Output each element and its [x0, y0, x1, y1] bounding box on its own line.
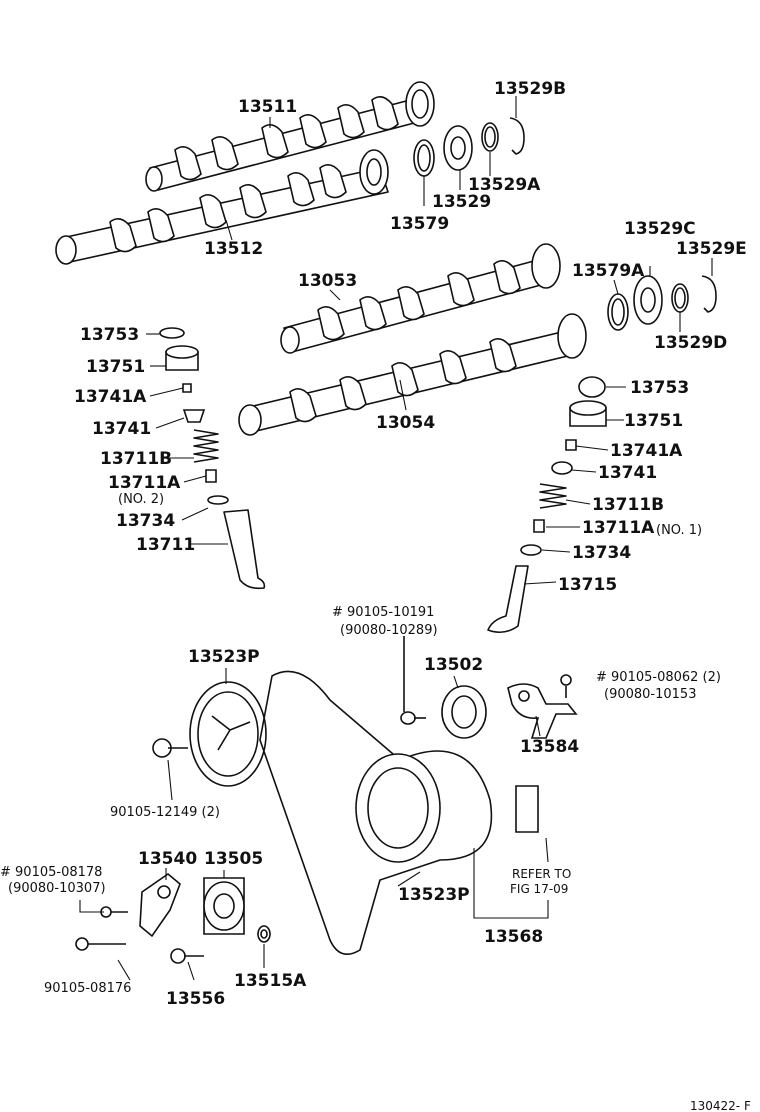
leader-lines: [79, 96, 713, 981]
label-13054: 13054: [376, 413, 435, 433]
label-13579: 13579: [390, 214, 449, 234]
cam-pulley-13523P-bottom: [355, 753, 441, 863]
gear-13529: [443, 125, 473, 171]
label-13579A: 13579A: [572, 261, 645, 281]
shim-13753-left: [159, 327, 185, 339]
camshaft-13054: [238, 313, 587, 436]
label-bolt-90105-08178: # 90105-08178: [0, 865, 102, 880]
washer-13734-right: [520, 544, 542, 556]
washer-13734-left: [207, 495, 229, 505]
label-13734-right: 13734: [572, 543, 631, 563]
bolt-90105-08176: [75, 937, 126, 951]
ring-13579A: [607, 293, 629, 331]
label-13753-right: 13753: [630, 378, 689, 398]
camshaft-13053: [280, 243, 561, 354]
washer-13515A: [257, 925, 271, 943]
retainer-13741-left: [182, 409, 206, 423]
label-13711A-right: 13711A: [582, 518, 655, 538]
bolt-90105-12149: [152, 738, 188, 758]
label-13529A: 13529A: [468, 175, 541, 195]
timing-belt-13568: [259, 670, 493, 956]
label-bolt-90080-10307: (90080-10307): [8, 881, 106, 896]
retainer-13741-right: [551, 461, 573, 475]
label-13512: 13512: [204, 239, 263, 259]
cam-pulley-13523P-top: [189, 681, 267, 787]
label-13711B-right: 13711B: [592, 495, 664, 515]
figure-id: 130422- F: [690, 1099, 751, 1112]
label-13741A-left: 13741A: [74, 387, 147, 407]
label-bolt-90105-08176: 90105-08176: [44, 981, 131, 996]
label-13751-right: 13751: [624, 411, 683, 431]
clip-13529E: [701, 275, 717, 313]
label-13511: 13511: [238, 97, 297, 117]
label-bolt-90080-10153: (90080-10153: [604, 687, 696, 702]
valve-13715: [487, 565, 529, 634]
bolt-13556: [170, 948, 204, 964]
label-13529E: 13529E: [676, 239, 747, 259]
label-13753-left: 13753: [80, 325, 139, 345]
ring-13529D: [671, 283, 689, 313]
keeper-13741A-left: [182, 383, 192, 393]
label-13515A: 13515A: [234, 971, 307, 991]
label-refer-to: REFER TO: [512, 867, 571, 881]
tensioner-pulley-13505: [203, 877, 245, 935]
camshaft-13511: [145, 81, 435, 192]
label-13711: 13711: [136, 535, 195, 555]
label-bolt-90105-12149: 90105-12149 (2): [110, 805, 220, 820]
label-13529B: 13529B: [494, 79, 566, 99]
clip-13529B: [509, 117, 525, 155]
bracket-13584: [507, 683, 578, 739]
label-13505: 13505: [204, 849, 263, 869]
tensioner-13540: [139, 872, 181, 938]
seal-13711A-left: [205, 469, 217, 483]
ring-13579: [413, 139, 435, 177]
label-13568: 13568: [484, 927, 543, 947]
label-13711A-right-note: (NO. 1): [656, 523, 702, 538]
keeper-13741A-right: [565, 439, 577, 451]
label-13540: 13540: [138, 849, 197, 869]
seal-13711A-right: [533, 519, 545, 533]
label-13523P-top: 13523P: [188, 647, 260, 667]
label-13584: 13584: [520, 737, 579, 757]
label-refer-fig: FIG 17-09: [510, 882, 568, 896]
valve-stack-right: [487, 376, 607, 634]
label-bolt-90080-10289: (90080-10289): [340, 623, 438, 638]
label-13711A-left: 13711A: [108, 473, 181, 493]
valve-13711: [223, 509, 266, 590]
ring-13529A: [481, 122, 499, 152]
valve-stack-left: [159, 327, 266, 590]
idler-13502: [441, 685, 487, 739]
spring-13711B-left: [193, 429, 219, 463]
label-13502: 13502: [424, 655, 483, 675]
label-13053: 13053: [298, 271, 357, 291]
gear-13529C: [633, 275, 663, 325]
label-13556: 13556: [166, 989, 225, 1009]
label-13741-left: 13741: [92, 419, 151, 439]
label-13711A-left-note: (NO. 2): [118, 492, 164, 507]
bolt-90105-08178: [100, 906, 128, 918]
label-13529D: 13529D: [654, 333, 727, 353]
label-13734-left: 13734: [116, 511, 175, 531]
spring-13711B-right: [539, 483, 567, 509]
label-13715: 13715: [558, 575, 617, 595]
part-labels: 13511 13512 13529B 13529A 13529 13579 13…: [0, 79, 751, 1112]
camshaft-13512: [55, 149, 389, 265]
label-bolt-90105-10191: # 90105-10191: [332, 605, 434, 620]
label-bolt-90105-08062: # 90105-08062 (2): [596, 670, 721, 685]
label-13523P-bottom: 13523P: [398, 885, 470, 905]
label-13529C: 13529C: [624, 219, 696, 239]
bolt-90105-08062: [560, 674, 572, 698]
belt-cover-piece: [515, 785, 539, 833]
label-13741-right: 13741: [598, 463, 657, 483]
label-13741A-right: 13741A: [610, 441, 683, 461]
bolt-90105-10191: [400, 636, 426, 725]
shim-13753-right: [578, 376, 606, 398]
label-13711B-left: 13711B: [100, 449, 172, 469]
label-13529: 13529: [432, 192, 491, 212]
label-13751-left: 13751: [86, 357, 145, 377]
